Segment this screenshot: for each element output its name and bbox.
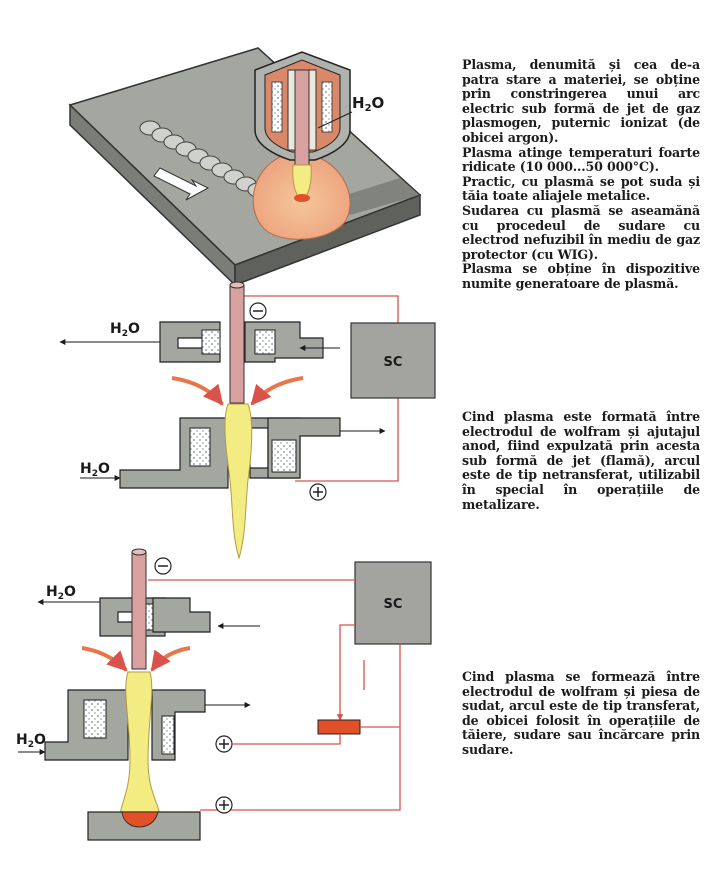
svg-text:H2O: H2O (110, 321, 140, 339)
intro-paragraph-1: Plasma, denumită și cea de-a patra stare… (462, 57, 700, 145)
transferred-text: Cind plasma se formează între electrodul… (462, 669, 700, 757)
intro-paragraph-4: Sudarea cu plasmă se aseamănă cu procede… (462, 202, 700, 262)
intro-paragraph-3: Practic, cu plasmă se pot suda și tăia t… (462, 173, 700, 204)
tungsten-electrode (229, 284, 245, 404)
svg-text:SC: SC (384, 355, 403, 370)
resistor (317, 719, 361, 735)
intro-paragraph-2: Plasma atinge temperaturi foarte ridicat… (462, 144, 700, 175)
anode-nozzle-left (119, 417, 229, 489)
plasma-jet-non-transferred (224, 403, 253, 560)
positive-wire (295, 398, 399, 482)
tungsten-electrode-2 (131, 551, 147, 670)
svg-text:H2O: H2O (16, 732, 46, 750)
svg-text:SC: SC (384, 597, 403, 612)
intro-paragraph-5: Plasma se obține în dispozitive numite g… (462, 261, 700, 291)
svg-text:H2O: H2O (80, 461, 110, 479)
travel-direction-arrow (153, 167, 210, 201)
svg-text:H2O: H2O (46, 584, 76, 602)
non-transferred-text: Cind plasma este formată între electrodu… (462, 409, 700, 512)
weld-pool (121, 811, 159, 828)
power-source-box-2 (354, 561, 432, 645)
intro-text-block: Plasma, denumită și cea de-a patra stare… (462, 57, 700, 292)
transferred-arc-diagram: SC H2O H2O (16, 548, 432, 841)
torch-3d-illustration: H2O (68, 47, 422, 287)
power-source-box (350, 322, 436, 399)
negative-wire (243, 295, 399, 323)
weld-bead (139, 120, 269, 198)
non-transferred-arc-diagram: SC H2O H2O (59, 281, 436, 560)
svg-text:H2O: H2O (352, 94, 384, 114)
